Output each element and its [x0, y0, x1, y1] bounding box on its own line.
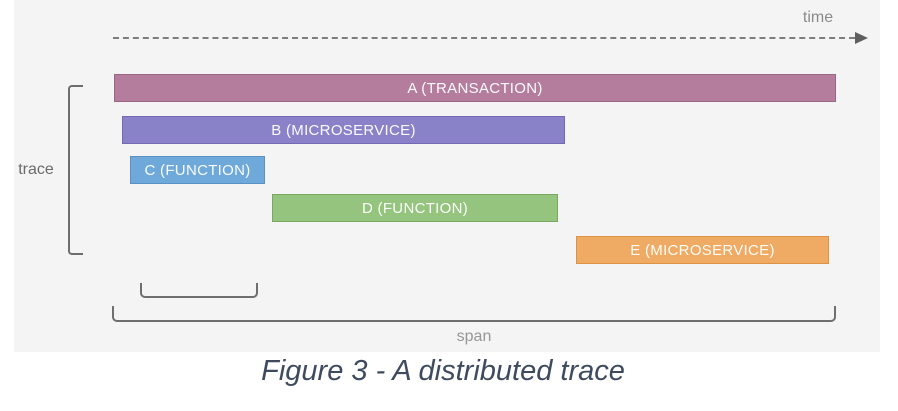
span-bar-e-microservice: E (MICROSERVICE): [576, 236, 829, 264]
time-axis-arrowhead-icon: [855, 32, 868, 44]
time-axis-label: time: [802, 9, 834, 26]
trace-bracket: [68, 85, 83, 255]
span-bar-a-transaction: A (TRANSACTION): [114, 74, 836, 102]
span-bar-d-function: D (FUNCTION): [272, 194, 558, 222]
span-bar-c-function: C (FUNCTION): [130, 156, 265, 184]
trace-label: trace: [18, 161, 54, 178]
span-label: span: [456, 328, 492, 345]
time-axis-dashed-line: [113, 37, 855, 39]
span-bar-b-microservice: B (MICROSERVICE): [122, 116, 565, 144]
figure-caption: Figure 3 - A distributed trace: [261, 355, 625, 387]
full-span-bracket: [112, 306, 836, 322]
single-span-bracket: [140, 283, 258, 298]
